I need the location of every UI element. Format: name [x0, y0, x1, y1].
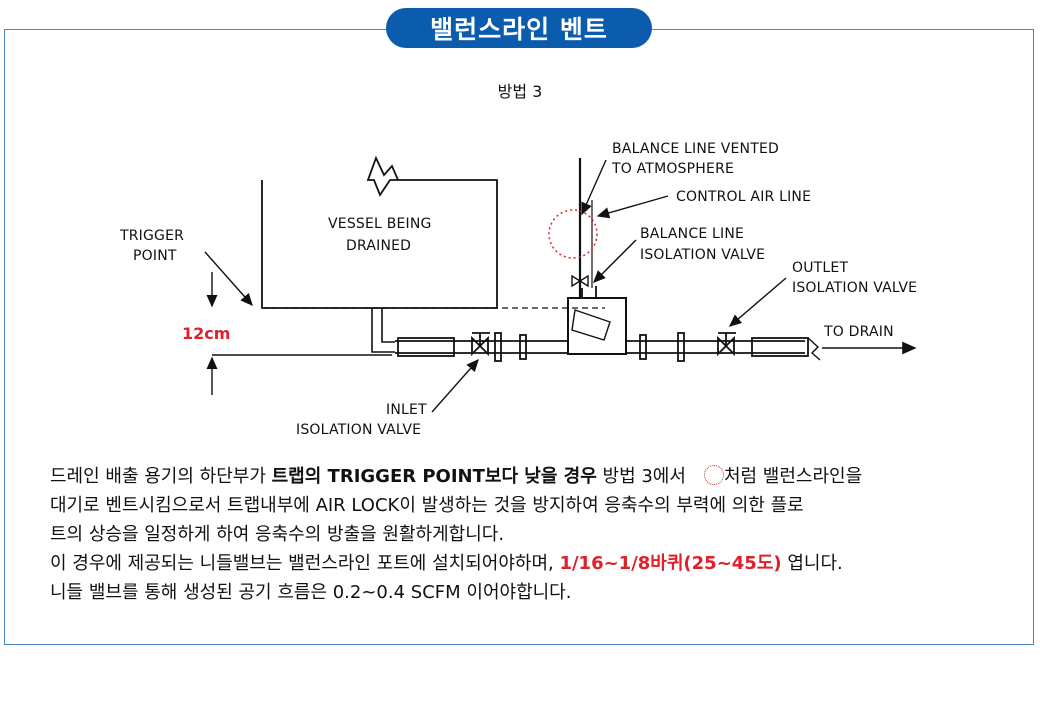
outlet-valve [717, 335, 735, 357]
balance-valve-label-2: ISOLATION VALVE [640, 247, 765, 263]
trigger-label: TRIGGER [119, 228, 184, 244]
trigger-label-2: POINT [133, 248, 177, 264]
highlight-condition: 트랩의 TRIGGER POINT보다 낮을 경우 [271, 466, 597, 487]
inlet-fitting [397, 337, 455, 357]
trap-body [567, 297, 627, 355]
outlet-label-2: ISOLATION VALVE [792, 280, 917, 296]
control-air-label: CONTROL AIR LINE [676, 189, 811, 205]
balance-valve [571, 274, 589, 288]
description-line-5: 니들 밸브를 통해 생성된 공기 흐름은 0.2~0.4 SCFM 이어야합니다… [50, 582, 572, 603]
description: 드레인 배출 용기의 하단부가 트랩의 TRIGGER POINT보다 낮을 경… [50, 462, 1000, 607]
description-line-2: 대기로 벤트시킴으로서 트랩내부에 AIR LOCK이 발생하는 것을 방지하여… [50, 495, 804, 516]
description-line-3: 트의 상승을 일정하게 하여 응축수의 방출을 원활하게합니다. [50, 524, 505, 545]
inlet-valve [471, 335, 489, 357]
vent-highlight-circle [548, 209, 598, 259]
dimension-label: 12cm [182, 324, 230, 343]
method-label: 방법 3 [497, 82, 543, 101]
page-title: 밸런스라인 벤트 [386, 8, 652, 48]
valve-turn-spec: 1/16~1/8바퀴(25~45도) [559, 553, 782, 574]
inlet-label: INLET [386, 402, 427, 418]
description-line-1: 드레인 배출 용기의 하단부가 트랩의 TRIGGER POINT보다 낮을 경… [50, 465, 863, 487]
drain-label: TO DRAIN [823, 324, 894, 340]
balance-valve-label: BALANCE LINE [640, 226, 744, 242]
balance-line-diagram: VESSEL BEING DRAINED TRIGGER POINT 12cm … [119, 141, 917, 438]
inlet-label-2: ISOLATION VALVE [296, 422, 421, 438]
trigger-leader [204, 251, 253, 307]
vessel-label-2: DRAINED [346, 238, 411, 254]
description-line-4: 이 경우에 제공되는 니들밸브는 밸런스라인 포트에 설치되어야하며, 1/16… [50, 553, 843, 574]
vessel-outline [261, 155, 498, 309]
vessel-label: VESSEL BEING [328, 216, 432, 232]
vent-label-2: TO ATMOSPHERE [611, 161, 734, 177]
outlet-label: OUTLET [792, 260, 848, 276]
inline-highlight-circle [703, 465, 724, 485]
vent-label: BALANCE LINE VENTED [612, 141, 779, 157]
